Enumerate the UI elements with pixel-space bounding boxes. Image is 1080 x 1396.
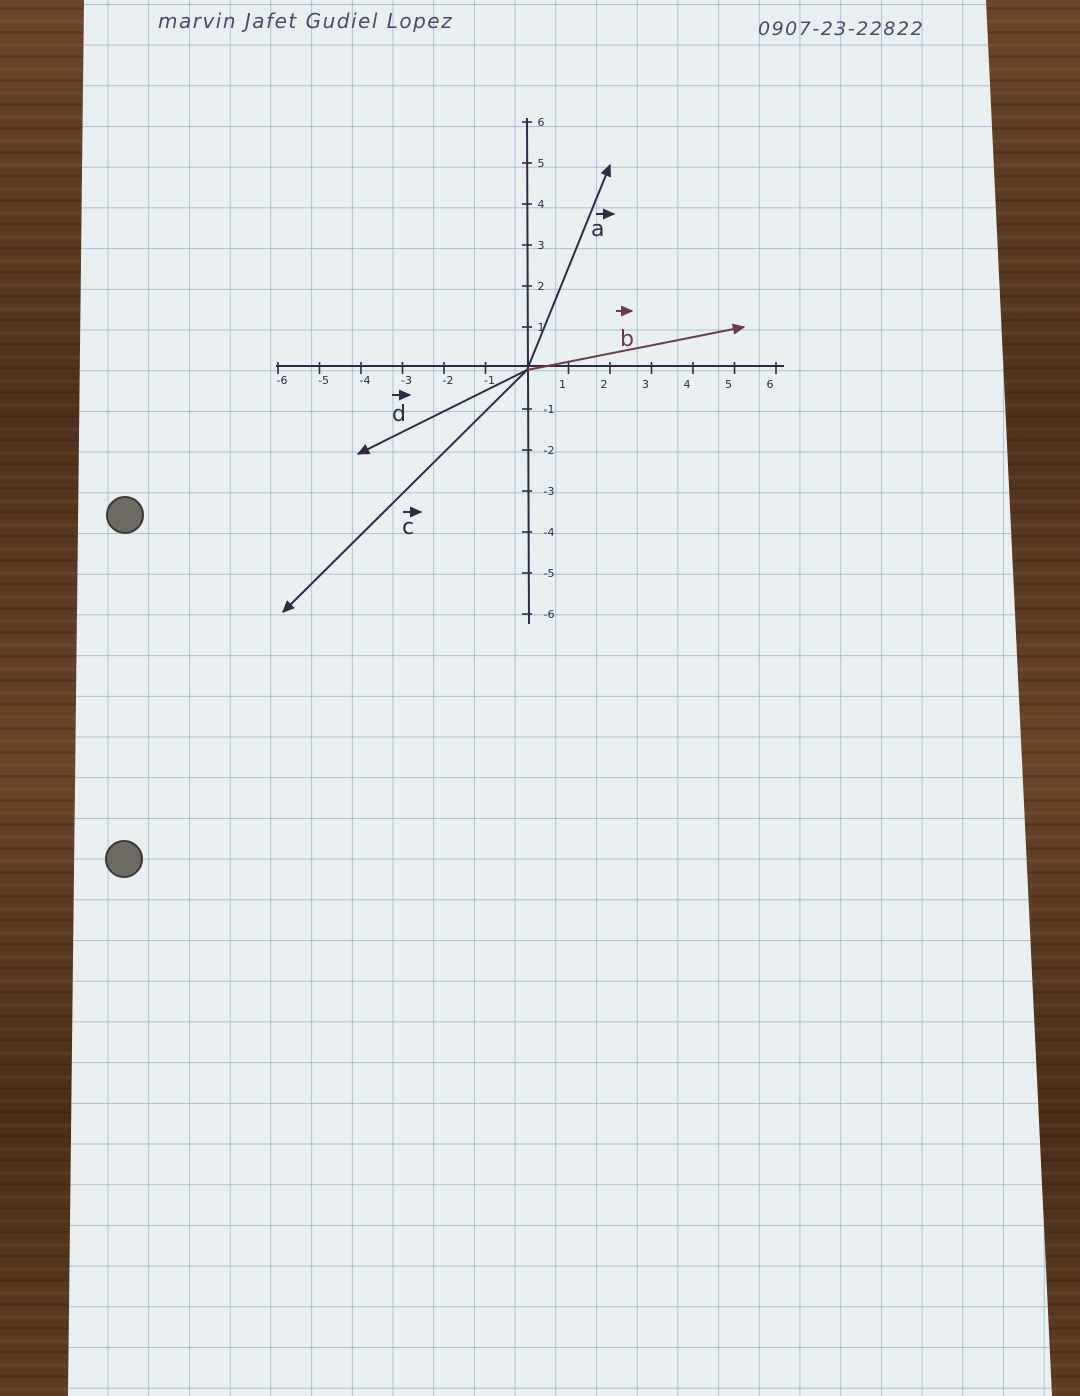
y-tick-label: 5	[538, 157, 545, 170]
vector-c	[282, 369, 528, 613]
svg-text:d: d	[392, 402, 406, 427]
y-tick-label: 2	[538, 280, 545, 293]
x-tick-label: 4	[684, 378, 691, 391]
y-tick-label: -3	[544, 485, 555, 498]
x-tick-label: -2	[443, 374, 454, 387]
svg-text:a: a	[591, 217, 604, 242]
axis-ticks: 1 2 3 4 5 6 -1 -2 -3 -4 -5 -6 1 2 3 4 5 6 -1 -2 -3 -4 -5 -6	[277, 116, 777, 621]
x-tick-label: -6	[277, 374, 288, 387]
x-tick-label: -4	[360, 374, 371, 387]
y-tick-label: 4	[538, 198, 545, 211]
x-tick-label: -1	[484, 374, 495, 387]
student-id: 0907-23-22822	[758, 18, 924, 40]
y-tick-label: 6	[538, 116, 545, 129]
y-tick-label: -1	[544, 403, 555, 416]
vectors	[282, 163, 746, 613]
paper-grid	[68, 0, 1052, 1396]
vector-label-b: b	[616, 305, 634, 352]
x-tick-label: 1	[559, 378, 566, 391]
x-tick-label: 2	[601, 378, 608, 391]
vector-label-a: a	[591, 208, 616, 242]
vector-label-d: d	[392, 389, 412, 427]
binder-hole-bottom	[106, 841, 142, 877]
y-tick-label: -5	[544, 567, 555, 580]
y-tick-label: 1	[538, 321, 545, 334]
x-tick-label: 6	[767, 378, 774, 391]
x-tick-label: 5	[725, 378, 732, 391]
y-tick-label: 3	[538, 239, 545, 252]
svg-text:c: c	[402, 515, 414, 540]
x-tick-label: 3	[642, 378, 649, 391]
y-tick-label: -6	[544, 608, 555, 621]
vector-b	[526, 323, 746, 371]
y-tick-label: -2	[544, 444, 555, 457]
x-tick-label: -5	[318, 374, 329, 387]
y-axis	[526, 117, 530, 625]
vector-label-c: c	[402, 506, 423, 540]
vector-d	[356, 369, 528, 455]
student-name: marvin Jafet Gudiel Lopez	[158, 9, 453, 33]
svg-text:b: b	[620, 327, 634, 352]
y-tick-label: -4	[544, 526, 555, 539]
binder-hole-top	[107, 497, 143, 533]
vector-a	[526, 163, 611, 371]
x-tick-label: -3	[401, 374, 412, 387]
